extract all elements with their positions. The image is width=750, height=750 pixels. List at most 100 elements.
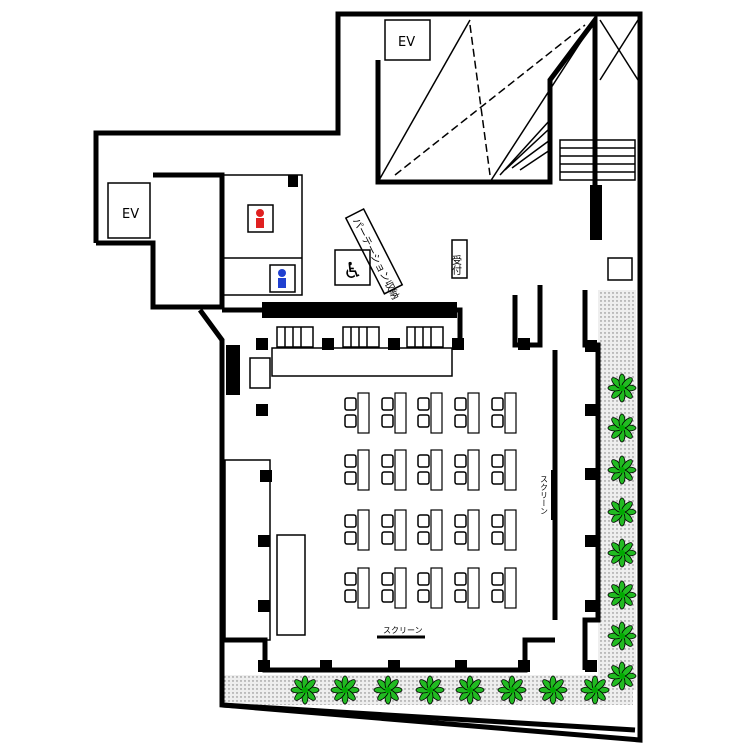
plant-icon <box>607 621 637 651</box>
chair <box>491 454 504 468</box>
table <box>467 509 480 551</box>
plant-icon <box>538 675 568 705</box>
table-set <box>491 509 517 551</box>
plant-icon <box>497 675 527 705</box>
table <box>430 509 443 551</box>
chair <box>454 414 467 428</box>
table-set <box>381 449 407 491</box>
table <box>430 449 443 491</box>
chair <box>491 471 504 485</box>
stair-void <box>375 12 639 240</box>
chair <box>381 589 394 603</box>
plant-icon <box>607 661 637 691</box>
outer-walls <box>93 11 643 743</box>
table <box>430 567 443 609</box>
table <box>504 392 517 434</box>
table-set <box>381 567 407 609</box>
plant-icon <box>607 538 637 568</box>
plant-icon <box>580 675 610 705</box>
chair <box>417 572 430 586</box>
chair <box>491 514 504 528</box>
women-icon <box>256 209 264 217</box>
seating-area <box>344 392 517 609</box>
table <box>357 567 370 609</box>
plant-icon <box>330 675 360 705</box>
chair <box>454 572 467 586</box>
chair <box>417 471 430 485</box>
elevator-left: EV <box>107 182 151 239</box>
chair <box>491 531 504 545</box>
smoking-icon <box>607 257 633 281</box>
plant-icon <box>290 675 320 705</box>
chair <box>344 589 357 603</box>
table <box>394 509 407 551</box>
reception: 受付 <box>450 239 468 279</box>
plant-icon <box>607 455 637 485</box>
chair <box>344 514 357 528</box>
table-set <box>491 392 517 434</box>
chair <box>344 531 357 545</box>
chair <box>417 589 430 603</box>
ev-label: EV <box>398 35 415 50</box>
chair <box>381 414 394 428</box>
terrace-right <box>598 290 636 690</box>
chair <box>344 397 357 411</box>
plant-icon <box>455 675 485 705</box>
chair <box>454 454 467 468</box>
table <box>504 509 517 551</box>
table-set <box>491 449 517 491</box>
chair <box>454 397 467 411</box>
table <box>394 392 407 434</box>
table-set <box>344 392 370 434</box>
plant-icon <box>607 373 637 403</box>
side-counter <box>276 534 306 636</box>
table-set <box>491 567 517 609</box>
chair <box>491 589 504 603</box>
table-set <box>454 509 480 551</box>
table <box>394 567 407 609</box>
table <box>467 392 480 434</box>
chair <box>491 572 504 586</box>
chair <box>454 471 467 485</box>
chair <box>344 572 357 586</box>
table <box>467 567 480 609</box>
chair <box>381 454 394 468</box>
chair <box>344 471 357 485</box>
chair <box>381 397 394 411</box>
table-set <box>417 449 443 491</box>
chair <box>417 397 430 411</box>
chair <box>381 531 394 545</box>
table-set <box>454 567 480 609</box>
table-set <box>344 449 370 491</box>
table <box>504 449 517 491</box>
plant-icon <box>373 675 403 705</box>
table <box>504 567 517 609</box>
elevator-top: EV <box>384 19 431 61</box>
chair <box>491 414 504 428</box>
svg-text:スクリーン: スクリーン <box>383 626 423 635</box>
table <box>394 449 407 491</box>
chair <box>417 414 430 428</box>
chair <box>381 514 394 528</box>
chair <box>344 454 357 468</box>
svg-text:♿: ♿ <box>343 259 363 284</box>
chair <box>417 514 430 528</box>
table-set <box>344 509 370 551</box>
chair <box>454 514 467 528</box>
counter <box>271 347 453 377</box>
screen: スクリーン スクリーン <box>377 470 553 639</box>
table-set <box>417 567 443 609</box>
columns <box>256 175 602 672</box>
hall-walls <box>222 285 601 673</box>
plant-icon <box>607 497 637 527</box>
men-icon <box>278 269 286 277</box>
ev-label: EV <box>122 207 139 222</box>
svg-text:スクリーン: スクリーン <box>540 475 549 515</box>
chair <box>381 572 394 586</box>
chair <box>454 531 467 545</box>
chair <box>491 397 504 411</box>
restrooms: ♿ <box>221 174 371 296</box>
table <box>357 449 370 491</box>
table-set <box>381 509 407 551</box>
